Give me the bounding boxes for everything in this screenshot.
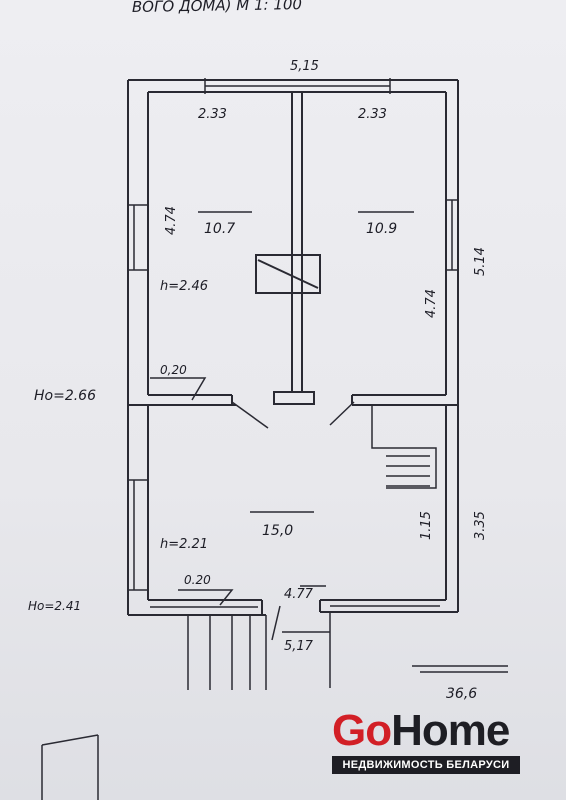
window-left-upper <box>128 204 148 271</box>
area-room-lower: 15,0 <box>262 523 293 539</box>
area-room-left: 10.7 <box>204 221 235 237</box>
dimension-bottom-inner-width: 4.77 <box>284 587 314 602</box>
logo-wordmark: GoHome <box>332 706 510 755</box>
floor-level-lower: Hо=2.41 <box>28 599 81 613</box>
logo-tagline: НЕДВИЖИМОСТЬ БЕЛАРУСИ <box>332 756 520 774</box>
area-room-right: 10.9 <box>366 221 397 237</box>
area-underlines <box>198 211 508 673</box>
dimension-lower-right-depth: 3.35 <box>473 511 488 540</box>
entrance-door-swing <box>271 605 281 641</box>
outer-wall-upper <box>127 79 459 405</box>
partition-wall <box>273 92 315 405</box>
lower-left-outline <box>41 734 99 800</box>
wall-thickness-lower: 0.20 <box>184 573 211 587</box>
dimension-overall-width: 5,15 <box>290 59 319 74</box>
window-left-lower <box>128 479 148 591</box>
door-swing-left <box>231 401 269 429</box>
logo-go: Go <box>332 706 392 755</box>
gohome-logo: GoHome НЕДВИЖИМОСТЬ БЕЛАРУСИ <box>330 708 520 774</box>
door-swing-right <box>329 401 355 426</box>
dimension-right-room-depth: 4.74 <box>424 289 439 318</box>
dimension-left-room-depth: 4.74 <box>164 206 179 235</box>
interior-stair <box>371 405 437 489</box>
stove-block <box>255 254 321 294</box>
height-lower-ceiling: h=2.21 <box>160 537 208 552</box>
window-top <box>204 78 391 94</box>
porch-steps <box>187 612 331 690</box>
dimension-right-room-width: 2.33 <box>358 107 387 122</box>
window-right-upper <box>446 199 458 271</box>
dimension-bottom-outer-width: 5,17 <box>284 639 314 654</box>
wall-thickness-upper: 0,20 <box>160 363 187 377</box>
header-text: ВОГО ДОМА) М 1: 100 <box>132 0 302 16</box>
outer-wall-lower <box>127 405 459 616</box>
middle-wall <box>128 394 458 406</box>
dimension-lower-inner-depth: 1.15 <box>419 511 434 540</box>
dimension-left-room-width: 2.33 <box>198 107 227 122</box>
logo-home: Home <box>391 706 510 755</box>
height-upper-ceiling: h=2.46 <box>160 279 208 294</box>
window-bottom <box>150 605 440 608</box>
leader-lines <box>150 377 326 606</box>
area-total: 36,6 <box>446 686 477 702</box>
dimension-right-outer-depth: 5.14 <box>473 247 488 276</box>
floor-level-upper: Hо=2.66 <box>34 388 96 404</box>
